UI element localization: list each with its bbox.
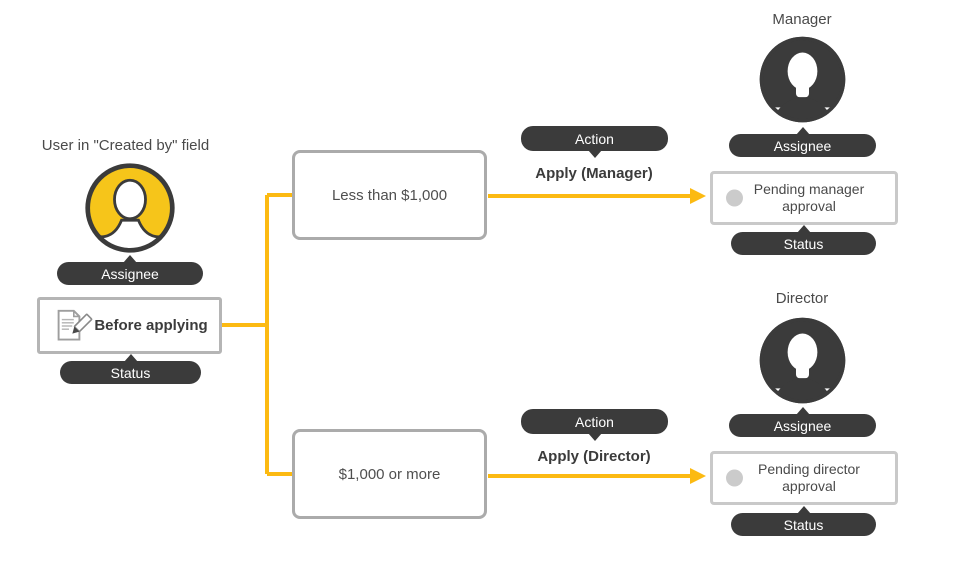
branch-connector (222, 193, 292, 476)
assignee-badge: Assignee (57, 262, 203, 285)
condition-label: $1,000 or more (338, 465, 441, 483)
pending-status-label: Pending director approval (758, 460, 860, 495)
status-badge: Status (60, 361, 201, 384)
manager-role-label: Manager (772, 11, 832, 28)
user-avatar (83, 161, 177, 255)
condition-less-than-1000-box: Less than $1,000 (292, 150, 487, 240)
manager-avatar (756, 33, 849, 126)
condition-label: Less than $1,000 (331, 186, 448, 204)
person-icon (759, 317, 846, 404)
director-avatar (756, 314, 849, 407)
document-edit-icon (57, 309, 93, 341)
status-badge: Status (731, 232, 876, 255)
action-badge: Action (521, 409, 668, 434)
status-dot-icon (726, 469, 743, 487)
arrow-to-manager-head (690, 188, 706, 204)
action-badge: Action (521, 126, 668, 151)
apply-manager-label: Apply (Manager) (535, 165, 653, 182)
arrow-to-director-head (690, 468, 706, 484)
pending-status-label: Pending manager approval (753, 180, 865, 215)
director-role-label: Director (775, 290, 829, 307)
pending-manager-approval-box: Pending manager approval (710, 171, 898, 225)
assignee-badge: Assignee (729, 414, 876, 437)
assignee-badge: Assignee (729, 134, 876, 157)
person-icon (85, 163, 175, 253)
before-applying-status-box: Before applying (37, 297, 222, 354)
person-icon (759, 36, 846, 123)
apply-director-label: Apply (Director) (537, 448, 651, 465)
status-dot-icon (726, 189, 743, 207)
before-applying-label: Before applying (94, 316, 208, 334)
condition-1000-or-more-box: $1,000 or more (292, 429, 487, 519)
status-badge: Status (731, 513, 876, 536)
created-by-field-label: User in "Created by" field (41, 137, 210, 154)
pending-director-approval-box: Pending director approval (710, 451, 898, 505)
